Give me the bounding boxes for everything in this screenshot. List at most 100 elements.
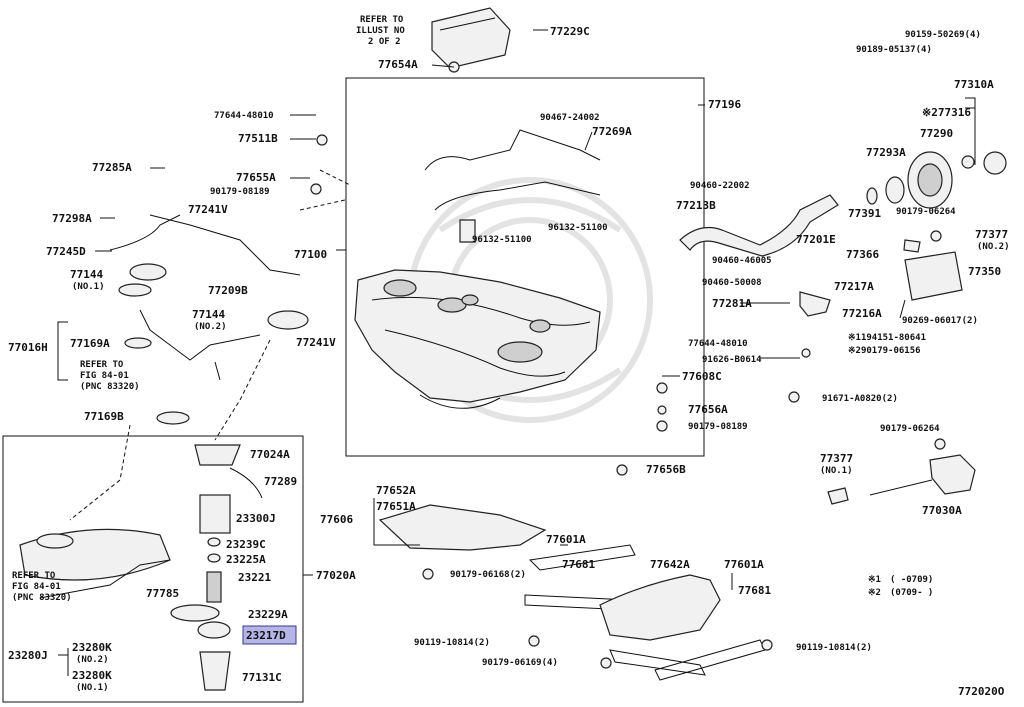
label-77377-no1-note: (NO.1) xyxy=(820,466,853,476)
label-23229A: 23229A xyxy=(248,608,288,621)
clip-77366 xyxy=(903,239,921,253)
legend-range-1: ( -0709) xyxy=(890,575,933,585)
label-23280K-no1: 23280K xyxy=(72,669,112,682)
fuel-line-77209B xyxy=(149,214,301,276)
label-77316: ※277316 xyxy=(922,106,971,119)
label-77285A: 77285A xyxy=(92,161,132,174)
note-fig-b-line1: REFER TO xyxy=(12,571,56,581)
label-23280K-no2: 23280K xyxy=(72,641,112,654)
label-77269A: 77269A xyxy=(592,125,632,138)
label-77656A: 77656A xyxy=(688,403,728,416)
fuel-lid-part xyxy=(904,251,963,301)
label-23280K-no1-note: (NO.1) xyxy=(76,683,109,693)
gasket-77169A xyxy=(124,337,152,349)
vent-tube-2 xyxy=(434,181,601,211)
fuel-tank-part xyxy=(354,269,601,409)
label-77030A: 77030A xyxy=(922,504,962,517)
label-90179-08189-a: 90179-08189 xyxy=(210,187,270,197)
note-refer-illus-line2: ILLUST NO xyxy=(356,26,405,36)
label-90179-08189-b: 90179-08189 xyxy=(688,422,748,432)
label-77310A: 77310A xyxy=(954,78,994,91)
label-77655A: 77655A xyxy=(236,171,276,184)
strap-77681-b xyxy=(609,639,766,681)
label-90460-22002: 90460-22002 xyxy=(690,181,750,191)
label-77391: 77391 xyxy=(848,207,881,220)
canister-part xyxy=(431,7,511,69)
label-77241V-a: 77241V xyxy=(188,203,228,216)
ring xyxy=(866,187,878,205)
note-fig-b-line3: (PNC 83320) xyxy=(12,593,72,603)
fuel-cap-part xyxy=(907,151,1007,209)
label-90179-06264-a: 90179-06264 xyxy=(896,207,956,217)
label-23217D: 23217D xyxy=(246,629,286,642)
label-77656B: 77656B xyxy=(646,463,686,476)
fuel-tank-group-box xyxy=(345,77,705,457)
diagram-code: 772020O xyxy=(958,685,1005,698)
label-77100: 77100 xyxy=(294,248,327,261)
label-77377-no2-note: (NO.2) xyxy=(977,242,1010,252)
label-77201E: 77201E xyxy=(796,233,836,246)
lid-opener-part xyxy=(827,454,976,505)
label-90179-06264-b: 90179-06264 xyxy=(880,424,940,434)
label-77601A-b: 77601A xyxy=(724,558,764,571)
bracket-77216A xyxy=(799,291,831,317)
label-90269-06017: 90269-06017(2) xyxy=(902,316,978,326)
label-77644-48010-a: 77644-48010 xyxy=(214,111,274,121)
bolt-icons xyxy=(310,61,946,669)
label-77606: 77606 xyxy=(320,513,353,526)
gasket-77144-no2 xyxy=(267,310,309,330)
note-fig-a-line1: REFER TO xyxy=(80,360,124,370)
label-77144-no2: 77144 xyxy=(192,308,225,321)
leader-lines xyxy=(57,29,976,676)
label-77651A: 77651A xyxy=(376,500,416,513)
fuel-line-77245D xyxy=(109,214,181,251)
label-96132-51100-a: 96132-51100 xyxy=(548,223,608,233)
label-77298A: 77298A xyxy=(52,212,92,225)
label-77245D: 77245D xyxy=(46,245,86,258)
label-77144-no2-note: (NO.2) xyxy=(194,322,227,332)
sender-wire xyxy=(139,309,261,361)
label-77024A: 77024A xyxy=(250,448,290,461)
label-77169B: 77169B xyxy=(84,410,124,423)
gasket xyxy=(885,176,905,204)
label-23225A: 23225A xyxy=(226,553,266,566)
note-refer-illus-line3: 2 OF 2 xyxy=(368,37,401,47)
label-77511B: 77511B xyxy=(238,132,278,145)
label-77169A: 77169A xyxy=(70,337,110,350)
label-77144-no1: 77144 xyxy=(70,268,103,281)
label-77281A: 77281A xyxy=(712,297,752,310)
label-77020A: 77020A xyxy=(316,569,356,582)
label-77016H: 77016H xyxy=(8,341,48,354)
highlight-23217D xyxy=(242,625,297,645)
label-77785: 77785 xyxy=(146,587,179,600)
label-90159-50269: 90159-50269(4) xyxy=(905,30,981,40)
label-23221: 23221 xyxy=(238,571,271,584)
gasket-77144-no1 xyxy=(129,263,167,281)
fuel-pump-module xyxy=(194,444,263,691)
label-90179-06169: 90179-06169(4) xyxy=(482,658,558,668)
label-77681-a: 77681 xyxy=(562,558,595,571)
label-77209B: 77209B xyxy=(208,284,248,297)
label-77681-b: 77681 xyxy=(738,584,771,597)
label-90179-06156: ※290179-06156 xyxy=(848,346,921,356)
fuel-pump-group-box xyxy=(2,435,304,703)
label-90460-50008: 90460-50008 xyxy=(702,278,762,288)
filler-pipe-part xyxy=(679,194,839,257)
label-96132-51100-b: 96132-51100 xyxy=(472,235,532,245)
label-77377-no1: 77377 xyxy=(820,452,853,465)
label-90179-06168: 90179-06168(2) xyxy=(450,570,526,580)
note-fig-a-line2: FIG 84-01 xyxy=(80,371,129,381)
gasket-77169B xyxy=(156,411,190,425)
label-77377-no2: 77377 xyxy=(975,228,1008,241)
label-91671-a0820: 91671-A0820(2) xyxy=(822,394,898,404)
legend-range-2: (0709- ) xyxy=(890,588,933,598)
vent-tube xyxy=(424,129,601,171)
label-77642A: 77642A xyxy=(650,558,690,571)
part-labels: REFER TO ILLUST NO 2 OF 2 77229C 77654A … xyxy=(8,15,1010,698)
label-194151-80641: ※1194151-80641 xyxy=(848,333,926,343)
label-77654A: 77654A xyxy=(378,58,418,71)
label-77652A: 77652A xyxy=(376,484,416,497)
label-77608C: 77608C xyxy=(682,370,722,383)
protector-77606 xyxy=(378,504,547,551)
